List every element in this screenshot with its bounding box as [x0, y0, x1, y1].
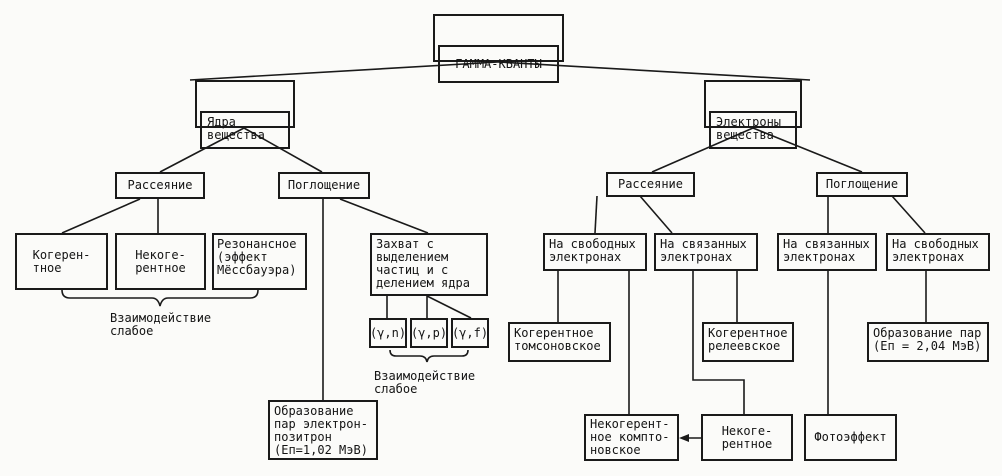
- absorption-bound-electrons-node: На связанных электронах: [777, 233, 877, 271]
- rayleigh-node: Когерентное релеевское: [702, 322, 794, 362]
- incoherent-node: Некоге- рентное: [115, 233, 206, 290]
- scattering-free-electrons-node: На свободных электронах: [543, 233, 647, 271]
- compton-node: Некогерент- ное компто- новское: [584, 414, 679, 461]
- scattering-bound-electrons-node: На связанных электронах: [654, 233, 758, 271]
- brace-reactions: [389, 349, 469, 363]
- weak-interaction-label-2: Взаимодействие слабое: [374, 369, 476, 396]
- reaction-gamma-f: (γ,f): [451, 318, 489, 348]
- bound-incoherent-node: Некоге- рентное: [701, 414, 793, 461]
- coherent-node: Когерен- тное: [15, 233, 108, 290]
- link-root-nuclei: [189, 61, 499, 81]
- root-label: ГАММА-КВАНТЫ: [438, 45, 559, 83]
- link-nuclei-absorption: [243, 127, 323, 173]
- electron-absorption-node: Поглощение: [816, 172, 908, 197]
- electrons-label: Электроны вещества: [709, 111, 797, 149]
- link-nuclei-scattering: [159, 127, 245, 173]
- capture-node: Захват с выделением частиц и с делением …: [370, 233, 488, 296]
- nuclei-absorption-node: Поглощение: [278, 172, 370, 199]
- nuclei-label: Ядра вещества: [200, 111, 290, 149]
- arrowhead-icon: [679, 434, 689, 442]
- reaction-gamma-n: (γ,n): [369, 318, 407, 348]
- link-root-electrons: [497, 61, 811, 81]
- resonant-node: Резонансное (эффект Мёссбауэра): [212, 233, 307, 290]
- electrons-node: Электроны вещества: [704, 80, 802, 149]
- nuclear-pair-production-node: Образование пар электрон- позитрон (Eп=1…: [268, 400, 378, 460]
- photoeffect-node: Фотоэффект: [804, 414, 897, 461]
- nuclei-node: Ядра вещества: [195, 80, 295, 149]
- nuclei-scattering-node: Рассеяние: [115, 172, 205, 199]
- absorption-free-electrons-node: На свободных электронах: [886, 233, 990, 271]
- reaction-gamma-p: (γ,p): [410, 318, 448, 348]
- brace-nuclei-scattering: [61, 289, 259, 307]
- thomson-node: Когерентное томсоновское: [508, 322, 611, 362]
- electron-scattering-node: Рассеяние: [606, 172, 695, 197]
- root-node: ГАММА-КВАНТЫ: [433, 14, 564, 83]
- electron-pair-production-node: Образование пар (Eп = 2,04 МэВ): [867, 322, 989, 362]
- weak-interaction-label-1: Взаимодействие слабое: [110, 311, 212, 338]
